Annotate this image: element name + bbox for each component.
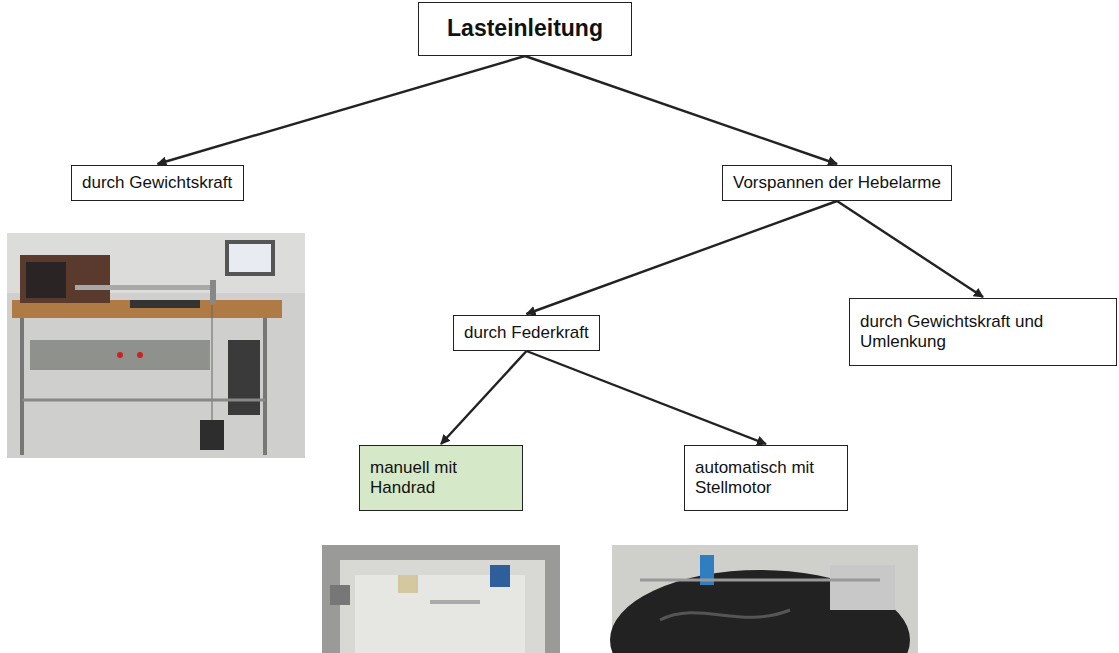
box-label: Lasteinleitung: [429, 15, 621, 43]
box-label: manuell mit Handrad: [370, 458, 512, 499]
process-box: durch Gewichtskraft und Umlenkung: [849, 298, 1117, 366]
process-box: durch Gewichtskraft: [71, 165, 244, 201]
process-box: Vorspannen der Hebelarme: [722, 165, 952, 201]
highlighted-box: manuell mit Handrad: [359, 445, 523, 511]
arrow-connector: [525, 56, 837, 164]
box-label: durch Gewichtskraft und Umlenkung: [860, 312, 1106, 353]
box-label: durch Federkraft: [464, 323, 589, 343]
arrow-connector: [441, 351, 527, 444]
arrow-connector: [158, 56, 526, 164]
root-box: Lasteinleitung: [418, 2, 632, 56]
box-label: durch Gewichtskraft: [82, 173, 233, 193]
process-box: durch Federkraft: [453, 315, 600, 351]
handwheel-rig-photo: [322, 545, 560, 653]
arrow-connector: [527, 351, 767, 444]
arrow-connector: [837, 201, 983, 297]
box-label: automatisch mit Stellmotor: [695, 458, 837, 499]
test-bench-photo: [7, 233, 305, 458]
box-label: Vorspannen der Hebelarme: [733, 173, 941, 193]
arrow-connector: [527, 201, 838, 314]
process-box: automatisch mit Stellmotor: [684, 445, 848, 511]
motor-rig-photo: [610, 545, 918, 653]
